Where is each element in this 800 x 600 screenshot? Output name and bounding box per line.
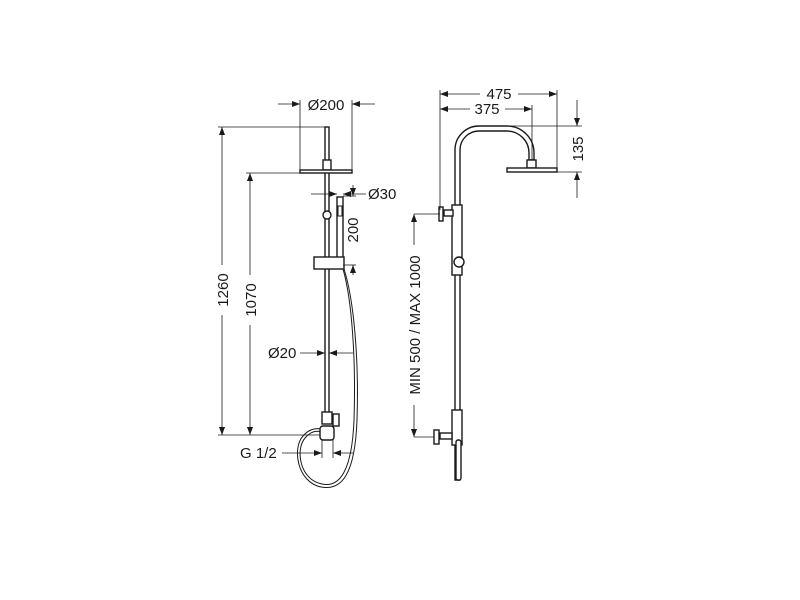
dim-head-height: 1070 bbox=[243, 283, 260, 316]
lower-wall-mount bbox=[433, 429, 440, 445]
hand-shower-grip bbox=[337, 205, 343, 217]
dim-head-diameter: Ø200 bbox=[308, 97, 345, 114]
dim-total-height: 1260 bbox=[215, 273, 232, 306]
shower-hose bbox=[299, 268, 356, 486]
dim-handset-length: 200 bbox=[345, 217, 362, 242]
dim-head-drop: 135 bbox=[570, 136, 587, 161]
shower-arm-rail bbox=[454, 125, 535, 481]
dim-arm-reach: 375 bbox=[474, 101, 499, 118]
hose-side bbox=[455, 439, 462, 481]
head-connector bbox=[526, 159, 537, 169]
diverter-body bbox=[321, 411, 333, 425]
side-view-drawing: 475 375 135 MIN 500 / MAX 1000 bbox=[407, 86, 587, 481]
dim-arm-reach-total: 475 bbox=[486, 86, 511, 103]
dim-mount-spacing: MIN 500 / MAX 1000 bbox=[407, 255, 424, 394]
upper-mount-arm bbox=[443, 209, 454, 217]
shower-head bbox=[299, 169, 353, 174]
lower-mount-arm bbox=[439, 432, 453, 440]
head-connector bbox=[322, 159, 332, 171]
rail-knob bbox=[322, 210, 332, 220]
slider-bracket bbox=[313, 256, 345, 270]
dim-rail-diameter: Ø20 bbox=[268, 345, 296, 362]
dim-handset-diameter: Ø30 bbox=[368, 186, 396, 203]
hand-shower-side bbox=[451, 204, 463, 276]
shower-hose-outline bbox=[296, 268, 358, 489]
diverter-knob bbox=[332, 413, 340, 427]
front-view-drawing: Ø200 1260 1070 Ø30 200 Ø20 G 1/2 bbox=[215, 97, 396, 489]
slider-ball bbox=[453, 256, 465, 268]
wall-connector bbox=[319, 425, 335, 441]
dim-connection: G 1/2 bbox=[240, 445, 277, 462]
shower-head bbox=[506, 167, 558, 173]
